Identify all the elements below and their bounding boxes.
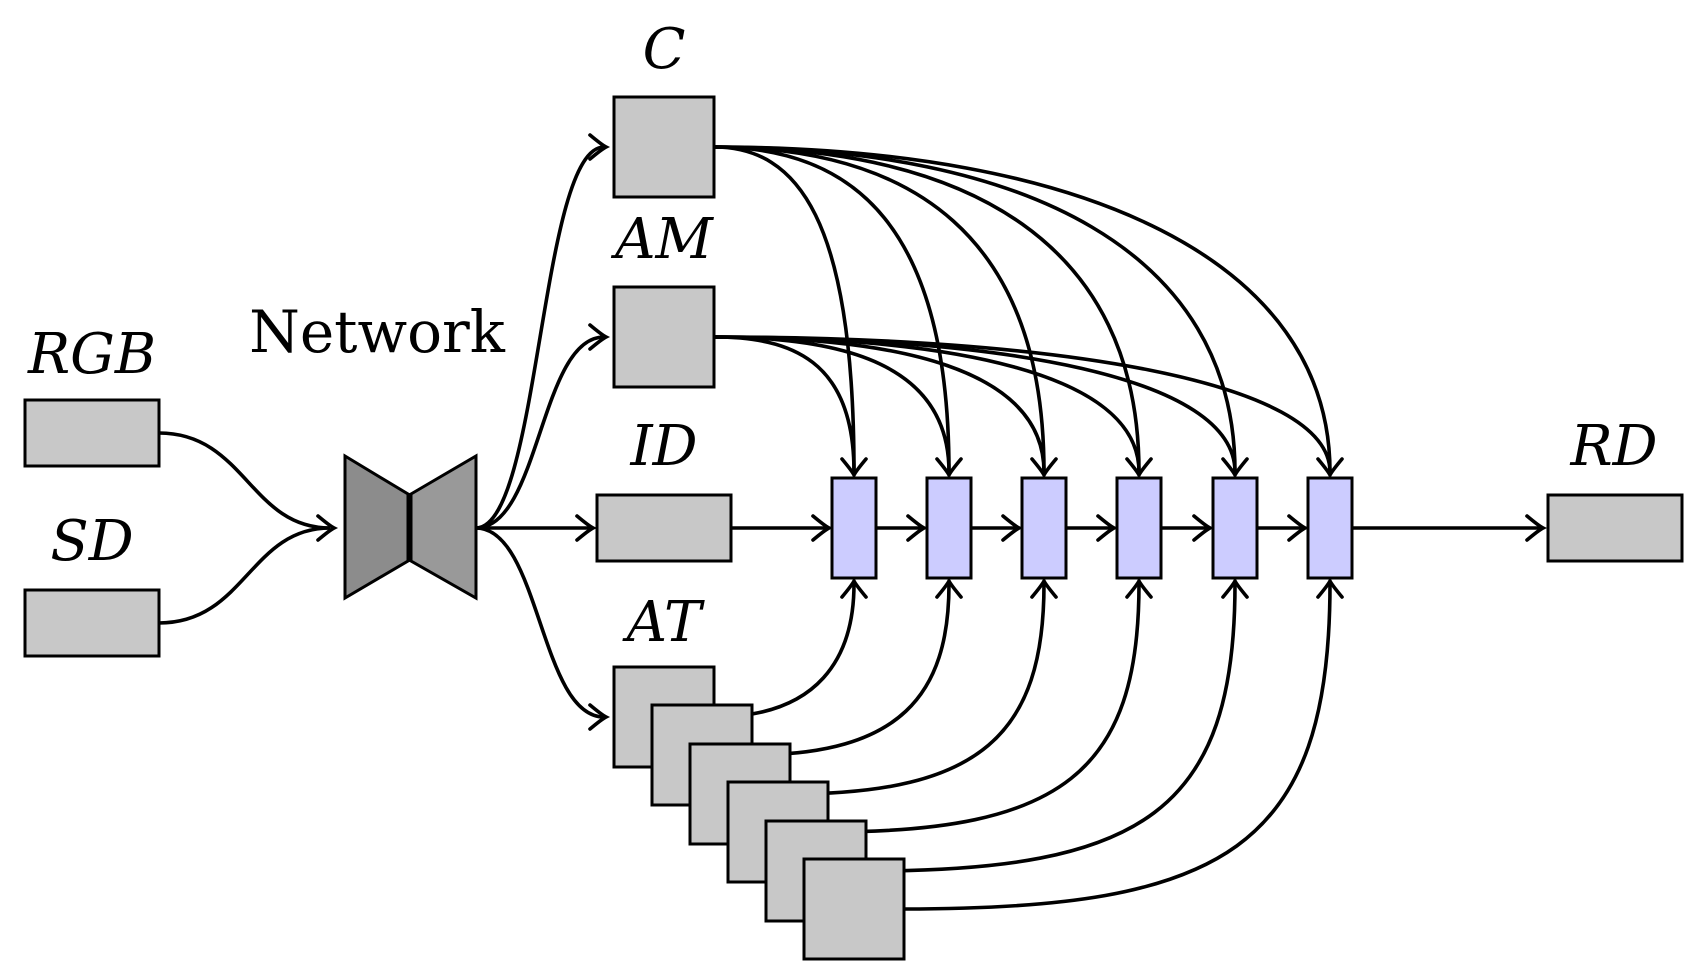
refinement-cell-6 xyxy=(1306,476,1354,580)
edge-c-to-cell xyxy=(713,145,1046,473)
c-label: C xyxy=(643,17,686,82)
edge-am-to-cell xyxy=(713,335,856,473)
edge-am-to-cell xyxy=(713,335,1046,473)
arrowhead-cell-chain xyxy=(1192,514,1215,542)
arrowhead-cell-bottom xyxy=(1316,576,1344,599)
refinement-cell-2 xyxy=(925,476,973,580)
am-head-box xyxy=(612,285,716,389)
c-head-box xyxy=(612,95,716,199)
rgb-label: RGB xyxy=(27,322,156,387)
rd-label: RD xyxy=(1569,414,1657,479)
arrowhead-cell-chain xyxy=(906,514,929,542)
sd-input-box xyxy=(23,588,161,658)
edge-sd-to-network xyxy=(158,526,331,625)
rgb-input-box xyxy=(23,398,161,468)
at-slice-6 xyxy=(802,857,906,961)
arrowhead-cell-chain xyxy=(1096,514,1119,542)
arrowhead-cell-bottom xyxy=(840,576,868,599)
arrowhead-rd xyxy=(1525,514,1548,542)
arrowhead-cell-bottom xyxy=(1030,576,1058,599)
arrowhead-at xyxy=(588,703,611,731)
arrowhead-cell-bottom xyxy=(1221,576,1249,599)
arrowhead-cell-1-left xyxy=(811,514,834,542)
arrowhead-am xyxy=(588,323,611,351)
network-label: Network xyxy=(249,298,506,366)
edge-rgb-to-network xyxy=(158,431,331,530)
edge-at-to-cell xyxy=(830,583,1237,873)
arrowhead-c xyxy=(588,133,611,161)
edge-c-to-cell xyxy=(713,145,951,473)
refinement-cell-5 xyxy=(1211,476,1259,580)
arrowhead-cell-top xyxy=(1316,457,1344,480)
arrowhead-cell-chain xyxy=(1001,514,1024,542)
id-label: ID xyxy=(629,414,697,479)
edge-c-to-cell xyxy=(713,145,856,473)
arrowhead-cell-chain xyxy=(1287,514,1310,542)
at-stack xyxy=(612,665,906,961)
arrowhead-cell-bottom xyxy=(1125,576,1153,599)
edge-at-to-cell xyxy=(754,583,1046,796)
edge-network-to-at xyxy=(475,526,605,719)
edge-am-to-cell xyxy=(713,335,1332,473)
arrowhead-cell-top xyxy=(1221,457,1249,480)
at-label: AT xyxy=(622,590,705,655)
edge-c-to-cell xyxy=(713,145,1332,473)
refinement-cell-1 xyxy=(830,476,878,580)
am-label: AM xyxy=(610,207,714,272)
edge-network-to-am xyxy=(475,335,605,530)
edge-at-to-cell xyxy=(868,583,1332,911)
network-shape xyxy=(343,453,478,601)
refinement-cell-3 xyxy=(1020,476,1068,580)
arrowhead-cell-top xyxy=(1030,457,1058,480)
arrowhead-cell-bottom xyxy=(935,576,963,599)
arrowhead-id xyxy=(575,514,598,542)
arrowhead-cell-top xyxy=(1125,457,1153,480)
id-head-box xyxy=(595,493,733,563)
edge-at-to-cell xyxy=(792,583,1141,834)
refinement-cells xyxy=(830,476,1354,580)
refinement-cell-4 xyxy=(1115,476,1163,580)
edges-layer xyxy=(158,133,1548,911)
sd-label: SD xyxy=(50,509,133,574)
arrowhead-cell-top xyxy=(840,457,868,480)
arrowhead-network-in xyxy=(316,514,339,542)
arrowhead-cell-top xyxy=(935,457,963,480)
edge-network-to-c xyxy=(475,145,605,530)
rd-output-box xyxy=(1546,493,1684,563)
